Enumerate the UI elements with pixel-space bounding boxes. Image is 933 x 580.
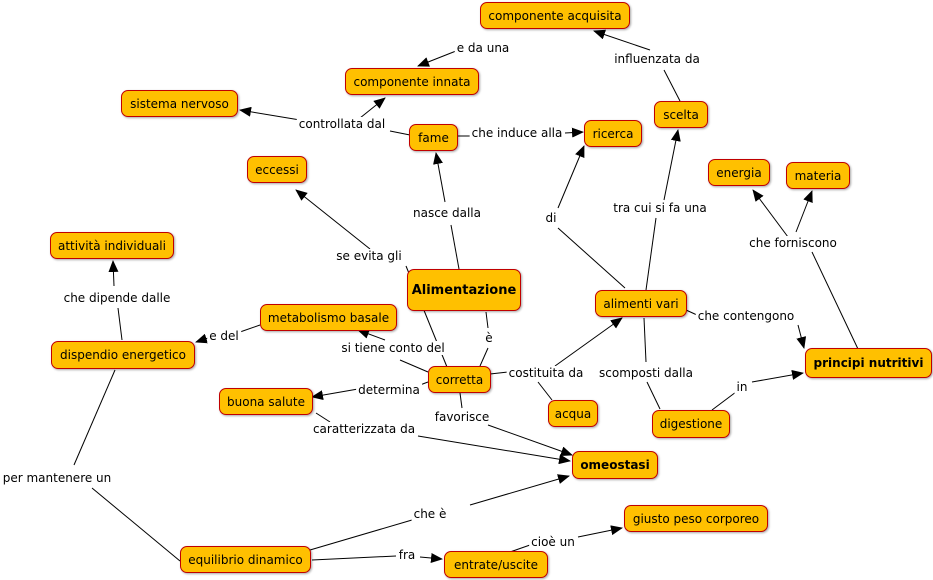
edge-arrow <box>417 50 457 67</box>
edge-line <box>643 317 647 363</box>
edge-line <box>485 311 489 329</box>
link-che-dipende-dalle: che dipende dalle <box>61 291 173 305</box>
node-entrate-uscite[interactable]: entrate/uscite <box>444 551 548 578</box>
edge-arrow <box>593 29 651 51</box>
link-e-da-una: e da una <box>454 41 512 55</box>
edge-line <box>389 130 411 136</box>
edge-line <box>646 381 661 410</box>
node-fame[interactable]: fame <box>409 124 458 151</box>
edge-line <box>811 251 859 350</box>
node-dispendio-energetico[interactable]: dispendio energetico <box>51 341 195 369</box>
link-determina: determina <box>356 383 422 397</box>
edge-line <box>685 309 698 316</box>
edge-line <box>537 381 553 401</box>
node-componente-acquisita[interactable]: componente acquisita <box>480 2 630 29</box>
edge-arrow <box>751 369 804 383</box>
link-caratterizzata-da: caratterizzata da <box>310 422 418 436</box>
edge-line <box>663 69 681 102</box>
link-nasce-dalla: nasce dalla <box>411 206 483 220</box>
edge-arrow <box>311 388 359 401</box>
link-costituita-da: costituita da <box>506 366 586 380</box>
link-che-induce-alla: che induce alla <box>469 126 565 140</box>
edge-line <box>557 227 626 289</box>
node-ricerca[interactable]: ricerca <box>584 120 642 147</box>
node-alimenti-vari[interactable]: alimenti vari <box>595 290 687 317</box>
edge-line <box>399 359 429 373</box>
node-buona-salute[interactable]: buona salute <box>219 388 313 415</box>
link-e: è <box>483 331 495 345</box>
edge-arrow <box>433 152 446 203</box>
edge-line <box>117 307 123 341</box>
node-metabolismo-basale[interactable]: metabolismo basale <box>260 304 397 331</box>
link-e-del: e del <box>207 329 241 343</box>
edge-line <box>711 391 737 411</box>
link-tra-cui-si-fa-una: tra cui si fa una <box>611 201 709 215</box>
edge-line <box>450 224 460 270</box>
link-che-forniscono: che forniscono <box>747 236 839 250</box>
edge-arrow <box>469 474 570 506</box>
edge-arrow <box>796 324 807 349</box>
edge-line <box>509 544 531 553</box>
link-controllata-dal: controllata dal <box>296 117 388 131</box>
link-si-tiene-conto-del: si tiene conto del <box>339 341 447 355</box>
node-principi-nutritivi[interactable]: principi nutritivi <box>805 348 932 378</box>
edge-line <box>645 217 657 291</box>
node-alimentazione[interactable]: Alimentazione <box>407 269 521 311</box>
node-acqua[interactable]: acqua <box>548 400 598 427</box>
node-attivita-individuali[interactable]: attività individuali <box>50 232 174 259</box>
edge-arrow <box>564 127 584 138</box>
edge-line <box>311 555 397 561</box>
edge-line <box>479 347 489 367</box>
edge-line <box>309 519 413 551</box>
node-scelta[interactable]: scelta <box>654 101 708 128</box>
link-in: in <box>734 380 750 394</box>
link-che-e: che è <box>411 507 449 521</box>
edge-arrow <box>419 553 443 563</box>
link-che-contengono: che contengono <box>695 309 797 323</box>
link-cioe-un: cioè un <box>529 535 577 549</box>
link-scomposti-dalla: scomposti dalla <box>597 366 695 380</box>
edge-arrow <box>795 190 813 233</box>
edge-arrow <box>359 97 386 119</box>
link-per-mantenere-un: per mantenere un <box>0 471 114 485</box>
node-corretta[interactable]: corretta <box>428 366 491 393</box>
edge-arrow <box>487 424 573 457</box>
edge-arrow <box>239 106 301 121</box>
edge-line <box>489 371 509 375</box>
node-omeostasi[interactable]: omeostasi <box>572 451 658 479</box>
link-di: di <box>543 211 559 225</box>
node-giusto-peso-corporeo[interactable]: giusto peso corporeo <box>624 505 768 532</box>
edge-arrow <box>554 317 623 367</box>
node-sistema-nervoso[interactable]: sistema nervoso <box>121 90 238 117</box>
edge-arrow <box>557 145 585 209</box>
edge-arrow <box>752 189 789 238</box>
edge-line <box>459 392 463 409</box>
node-eccessi[interactable]: eccessi <box>247 156 307 183</box>
node-digestione[interactable]: digestione <box>652 410 730 438</box>
edge-arrow <box>108 260 119 287</box>
edge-line <box>91 487 181 562</box>
edge-arrow <box>417 435 571 465</box>
edge-line <box>73 369 116 466</box>
node-materia[interactable]: materia <box>786 162 850 189</box>
edge-arrow <box>295 189 371 250</box>
node-componente-innata[interactable]: componente innata <box>345 68 479 95</box>
edge-arrow <box>663 129 681 201</box>
link-influenzata-da: influenzata da <box>612 52 702 66</box>
link-favorisce: favorisce <box>432 410 492 424</box>
edge-line <box>239 324 261 333</box>
link-se-evita-gli: se evita gli <box>334 249 404 263</box>
edge-line <box>315 412 331 423</box>
link-fra: fra <box>396 548 418 562</box>
edge-arrow <box>577 525 623 538</box>
edge-arrow <box>357 329 386 341</box>
node-energia[interactable]: energia <box>708 159 770 186</box>
node-equilibrio-dinamico[interactable]: equilibrio dinamico <box>180 546 311 573</box>
